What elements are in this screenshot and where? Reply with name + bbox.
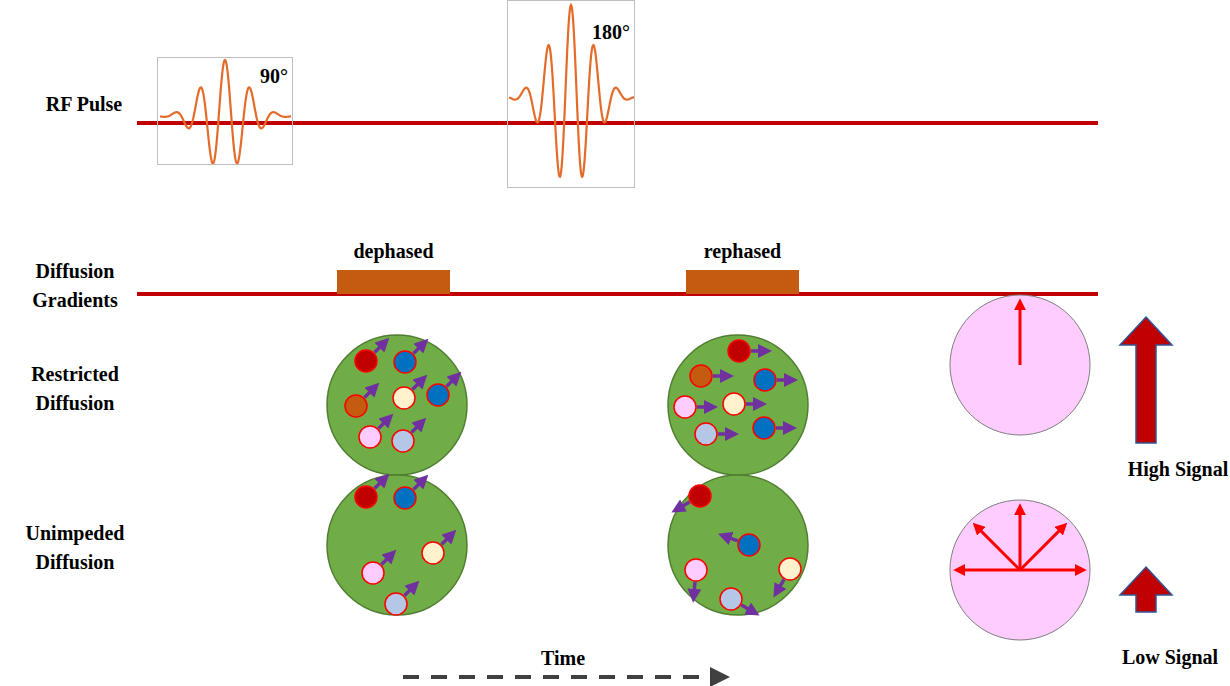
signal-circle — [950, 500, 1090, 640]
motion-arrow — [725, 536, 738, 541]
gradient-label: rephased — [686, 237, 799, 266]
water-molecule — [779, 558, 801, 580]
motion-arrow — [374, 343, 384, 353]
motion-arrow — [413, 480, 423, 490]
water-molecule — [355, 350, 377, 372]
water-molecule — [689, 485, 711, 507]
time-arrow — [403, 675, 714, 679]
water-molecule — [754, 369, 776, 391]
motion-arrow — [746, 402, 760, 406]
motion-arrow — [413, 344, 423, 354]
motion-arrow — [777, 579, 784, 591]
pulse-box: 90° — [157, 57, 293, 165]
rf-waveform — [509, 5, 634, 177]
water-molecule — [359, 426, 381, 448]
motion-arrow — [777, 378, 791, 382]
motion-arrow — [713, 374, 727, 378]
phase-vector — [1019, 303, 1022, 365]
motion-arrow — [374, 479, 384, 489]
motion-arrow — [741, 605, 753, 612]
water-molecule — [720, 588, 742, 610]
motion-arrow — [381, 555, 391, 565]
water-molecule — [345, 395, 367, 417]
motion-arrow — [378, 419, 388, 429]
phase-vector — [976, 526, 1020, 570]
water-molecule — [392, 430, 414, 452]
signal-arrow — [1120, 317, 1172, 443]
water-molecule — [362, 562, 384, 584]
gradient-label: dephased — [337, 237, 450, 266]
row-label: Restricted Diffusion — [15, 360, 135, 418]
water-molecule — [685, 559, 707, 581]
water-molecule — [385, 593, 407, 615]
water-molecule — [674, 396, 696, 418]
motion-arrow — [404, 586, 414, 596]
gradient-lobe: rephased — [686, 270, 799, 294]
flip-angle: 180° — [592, 18, 630, 47]
row-label: RF Pulse — [44, 90, 124, 119]
phase-vector — [1019, 508, 1022, 570]
motion-arrow — [411, 423, 421, 433]
motion-arrow — [751, 349, 765, 353]
water-molecule — [393, 387, 415, 409]
motion-arrow — [776, 426, 790, 430]
water-molecule — [355, 486, 377, 508]
water-molecule — [728, 340, 750, 362]
gradient-lobe: dephased — [337, 270, 450, 294]
motion-arrow — [718, 432, 732, 436]
water-molecule — [394, 351, 416, 373]
water-molecule — [690, 365, 712, 387]
signal-circle — [950, 295, 1090, 435]
water-molecule — [723, 393, 745, 415]
signal-label: Low Signal — [1115, 643, 1225, 672]
phase-vector — [1020, 526, 1064, 570]
motion-arrow — [697, 405, 711, 409]
voxel-circle — [327, 335, 467, 475]
voxel-circle — [668, 335, 808, 475]
motion-arrow — [677, 502, 689, 509]
rf-waveform — [160, 60, 291, 163]
water-molecule — [427, 384, 449, 406]
signal-arrow — [1120, 567, 1172, 612]
motion-arrow — [441, 535, 451, 545]
motion-arrow — [364, 388, 374, 398]
water-molecule — [695, 423, 717, 445]
water-molecule — [753, 417, 775, 439]
rf-timeline — [137, 121, 1098, 125]
pulse-box: 180° — [507, 0, 635, 188]
voxel-circle — [327, 475, 467, 615]
motion-arrow — [412, 380, 422, 390]
motion-arrow — [446, 377, 456, 387]
signal-label: High Signal — [1123, 455, 1230, 484]
water-molecule — [394, 487, 416, 509]
water-molecule — [738, 534, 760, 556]
phase-vector — [958, 569, 1020, 572]
row-label: Unimpeded Diffusion — [15, 519, 135, 577]
axis-label: Time — [523, 644, 603, 673]
gradient-timeline — [137, 292, 1098, 296]
phase-vector — [1020, 569, 1082, 572]
row-label: Diffusion Gradients — [15, 257, 135, 315]
water-molecule — [422, 542, 444, 564]
flip-angle: 90° — [260, 62, 288, 91]
motion-arrow — [694, 582, 695, 596]
voxel-circle — [668, 475, 808, 615]
